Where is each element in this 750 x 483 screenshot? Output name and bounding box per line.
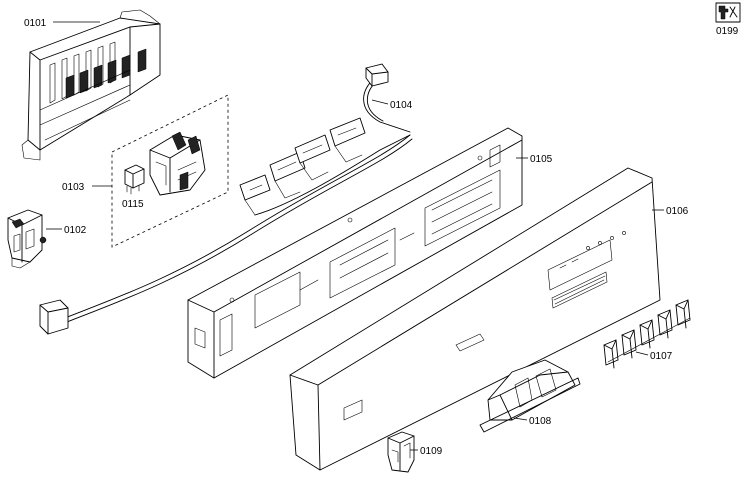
- label-0108: 0108: [529, 416, 552, 427]
- service-tool-icon: [715, 2, 741, 23]
- handle-part: [479, 359, 581, 433]
- label-0105: 0105: [530, 154, 553, 165]
- label-0107: 0107: [650, 351, 673, 362]
- label-0115: 0115: [122, 199, 144, 210]
- wiring-harness-part: [39, 63, 413, 335]
- label-0109: 0109: [420, 446, 443, 457]
- part-labels: 0101 0102 0103 0104 0105 0106 0107 0108 …: [24, 18, 739, 457]
- label-0104: 0104: [390, 100, 413, 111]
- switch-part: [7, 209, 47, 269]
- label-0101: 0101: [24, 18, 47, 29]
- label-0103: 0103: [62, 182, 85, 193]
- label-0106: 0106: [666, 206, 689, 217]
- front-panel-part: [289, 167, 661, 471]
- button-set-part: [603, 299, 691, 369]
- leader-lines: [46, 21, 664, 451]
- label-0199: 0199: [716, 26, 739, 37]
- relay-group-box: [111, 94, 229, 248]
- clip-part: [387, 431, 415, 473]
- control-module-part: [21, 9, 161, 161]
- inner-frame-part: [187, 127, 523, 379]
- label-0102: 0102: [64, 225, 87, 236]
